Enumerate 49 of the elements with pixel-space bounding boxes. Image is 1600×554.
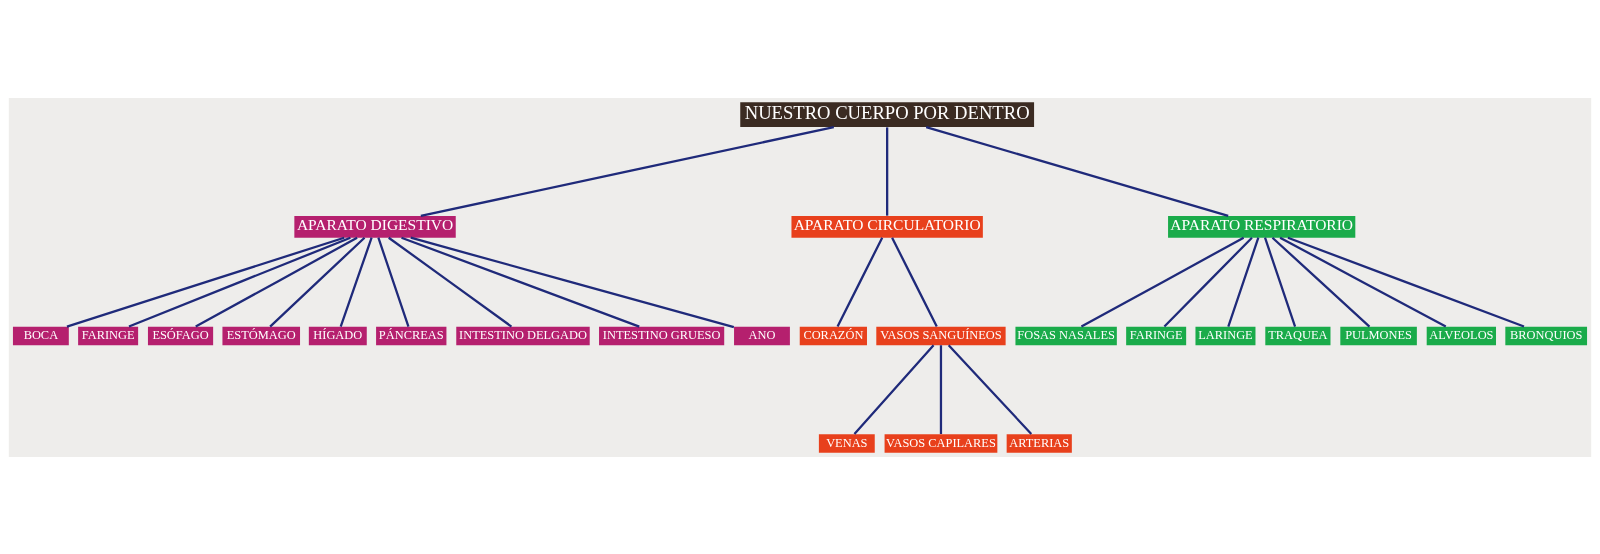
node-box: ALVEOLOS <box>1426 326 1496 345</box>
node-box: APARATO DIGESTIVO <box>294 215 456 238</box>
connector <box>410 236 735 328</box>
connector <box>128 236 351 328</box>
connector <box>339 236 373 327</box>
connector <box>853 344 935 435</box>
node-box: HÍGADO <box>308 326 367 345</box>
connector <box>195 236 358 328</box>
connector <box>891 236 938 327</box>
connector <box>1227 236 1260 327</box>
connector <box>1271 236 1371 327</box>
connector <box>925 125 1229 217</box>
node-box: NUESTRO CUERPO POR DENTRO <box>740 101 1035 127</box>
node-box: BRONQUIOS <box>1505 326 1588 345</box>
node-box: INTESTINO GRUESO <box>599 326 725 345</box>
node-box: APARATO CIRCULATORIO <box>791 215 983 238</box>
node-box: INTESTINO DELGADO <box>456 326 590 345</box>
connector <box>401 236 640 328</box>
connector <box>1279 236 1447 328</box>
node-box: ESÓFAGO <box>147 326 214 345</box>
connector <box>1163 236 1253 327</box>
connector <box>269 236 366 327</box>
node-box: APARATO RESPIRATORIO <box>1168 215 1356 238</box>
node-box: FOSAS NASALES <box>1015 326 1117 345</box>
connector <box>947 344 1033 435</box>
connector <box>1287 236 1525 328</box>
connector <box>66 236 345 328</box>
node-box: VENAS <box>818 433 875 453</box>
node-box: ESTÓMAGO <box>222 326 301 345</box>
connector <box>1080 236 1245 328</box>
node-box: ARTERIAS <box>1006 433 1072 453</box>
node-box: CORAZÓN <box>799 326 867 345</box>
connector <box>420 125 835 217</box>
node-box: TRAQUEA <box>1265 326 1331 345</box>
node-box: LARINGE <box>1195 326 1256 345</box>
connector <box>886 126 889 216</box>
node-box: VASOS CAPILARES <box>884 433 998 453</box>
connector <box>388 236 513 327</box>
connector <box>836 236 884 327</box>
node-box: BOCA <box>12 326 69 345</box>
node-box: VASOS SANGUÍNEOS <box>876 326 1006 345</box>
node-box: PÁNCREAS <box>376 326 447 345</box>
node-box: PULMONES <box>1340 326 1417 345</box>
connector <box>939 344 943 434</box>
node-box: ANO <box>734 326 790 345</box>
node-box: FARINGE <box>1126 326 1187 345</box>
node-box: FARINGE <box>78 326 139 345</box>
connector <box>1263 236 1297 327</box>
connector <box>377 236 410 327</box>
